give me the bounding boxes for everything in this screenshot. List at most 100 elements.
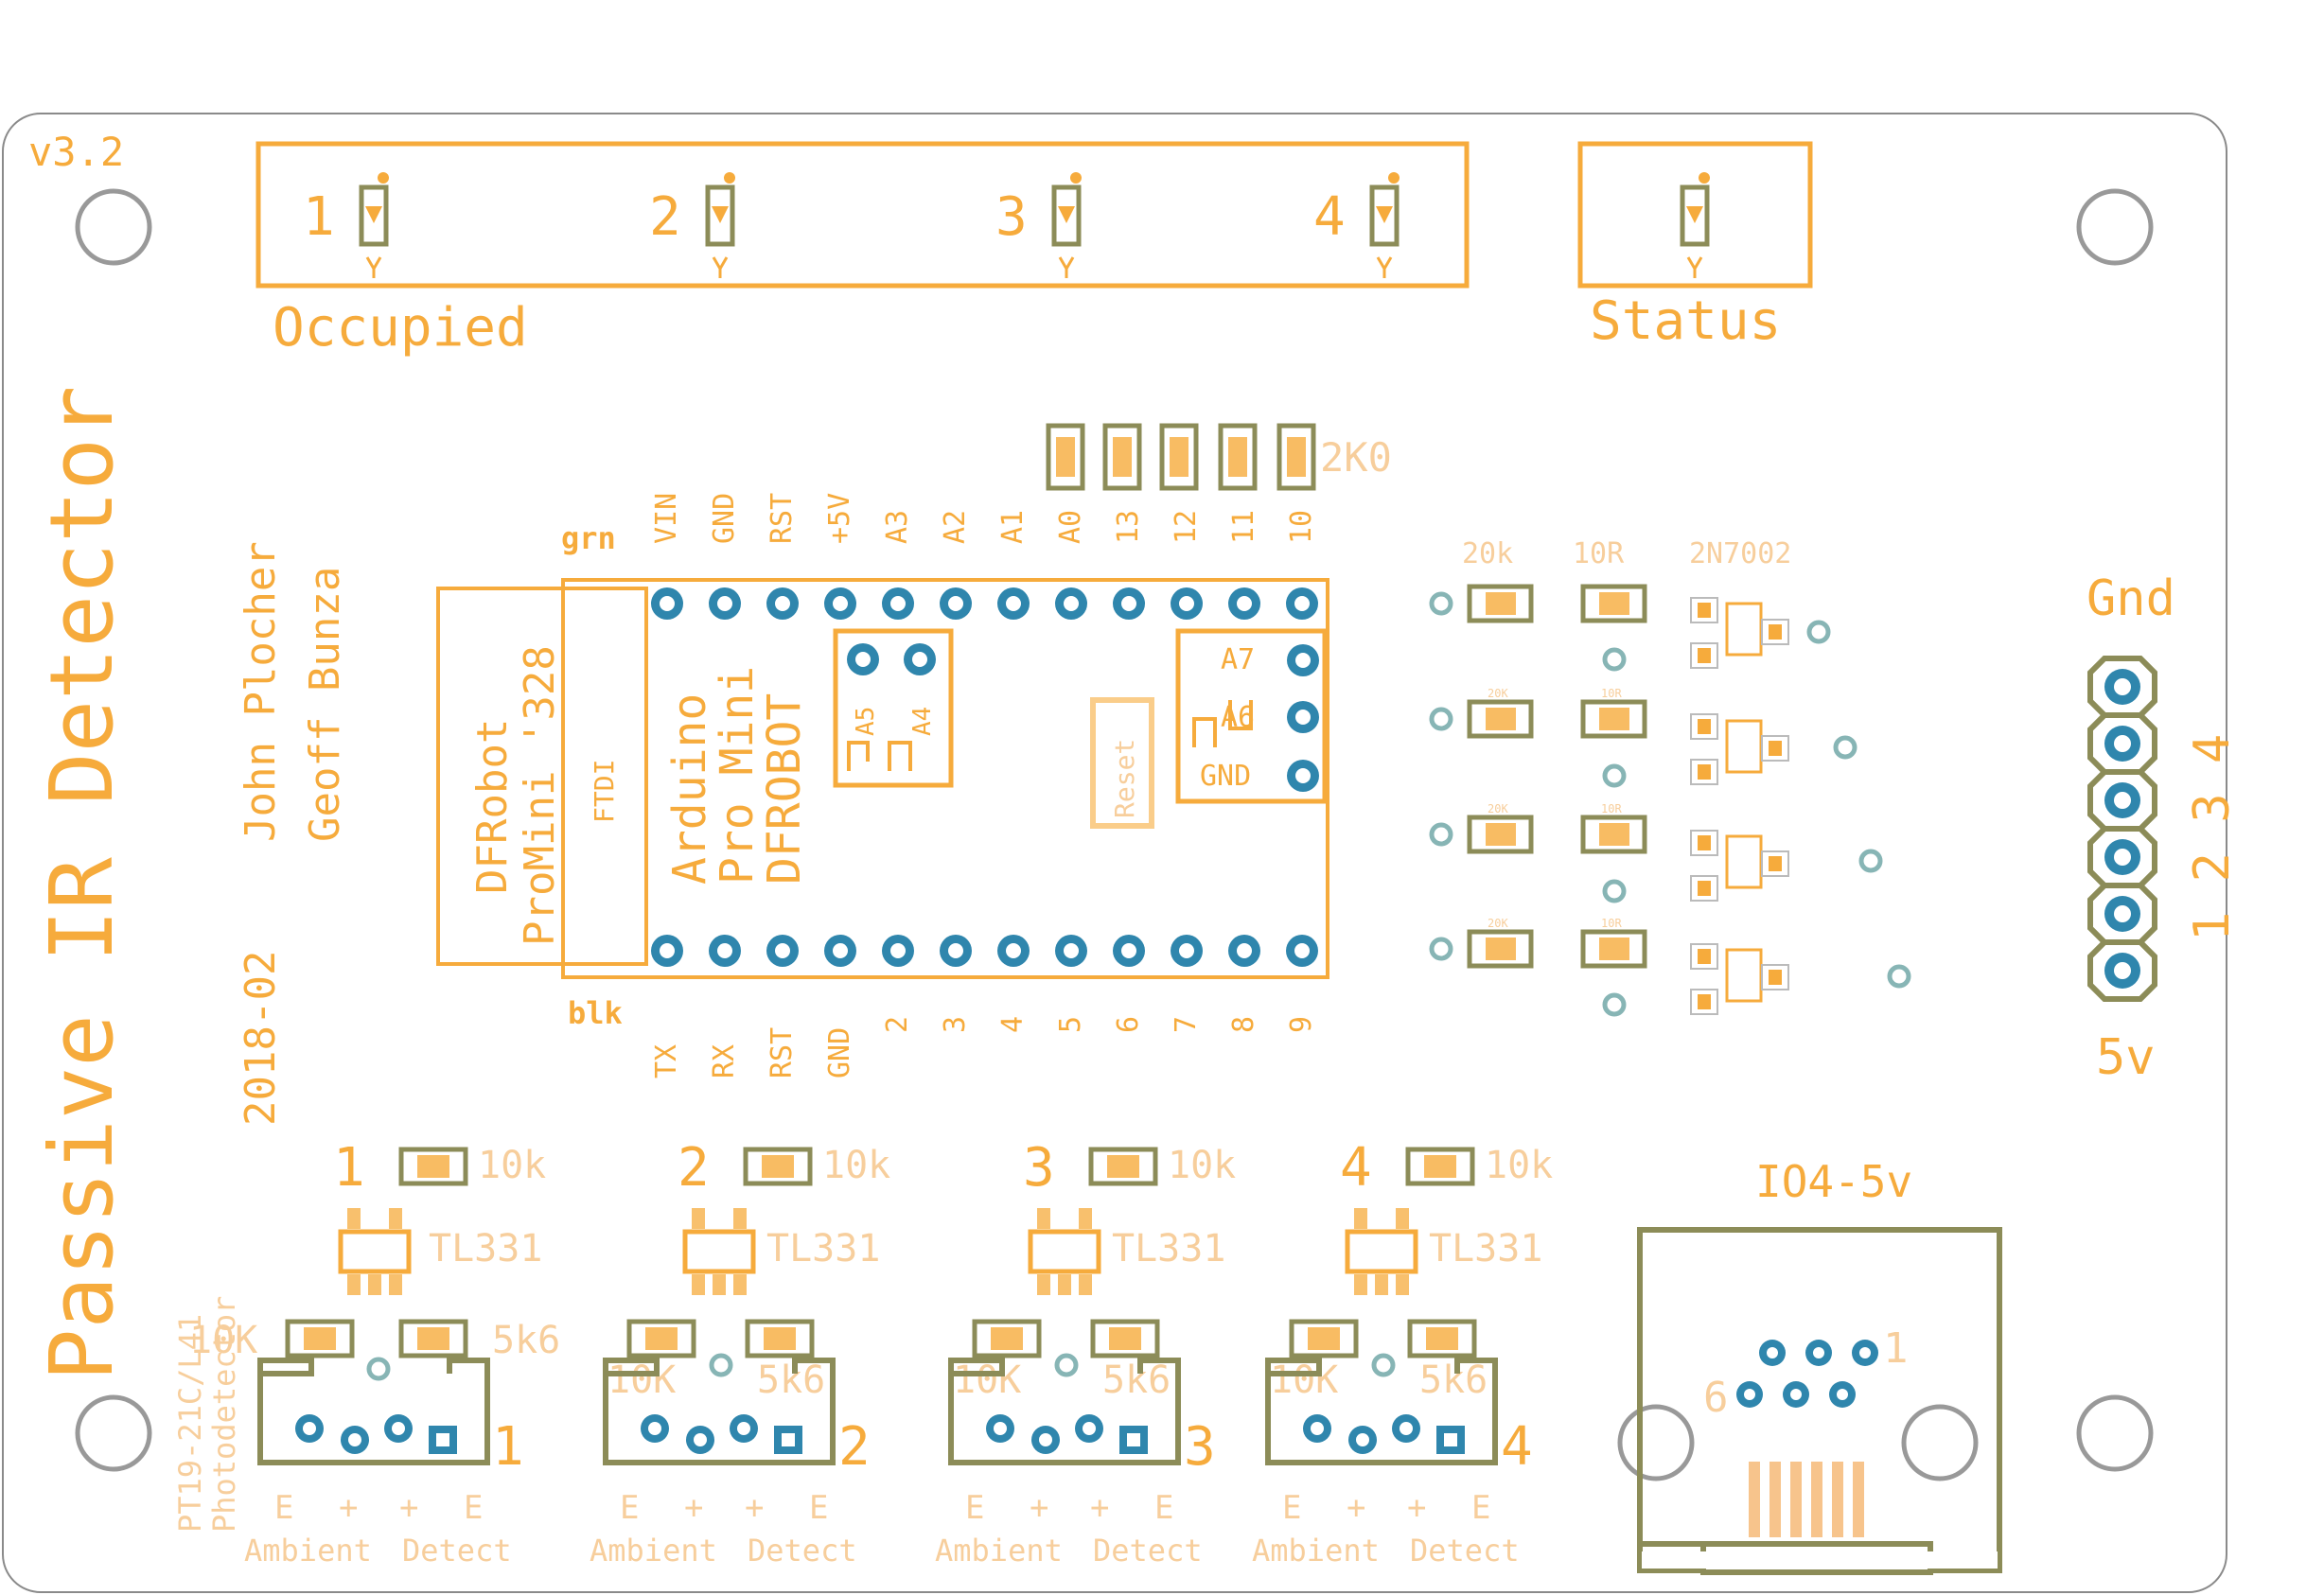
channel-3-connector-number: 3 — [1184, 1416, 1216, 1478]
svg-text:Detect: Detect — [748, 1533, 857, 1569]
arduino-bottom-header — [651, 935, 1318, 967]
channel-3-rtop: 10k — [1168, 1144, 1236, 1187]
svg-text:TX: TX — [650, 1044, 683, 1078]
channel-1: 1 10k TL331 10K 5k6 1 E + + E Ambient De… — [189, 1137, 560, 1569]
board-title: Passive IR Detector — [31, 386, 132, 1381]
wire-grn: grn — [561, 520, 616, 556]
svg-text:A3: A3 — [881, 510, 914, 544]
svg-text:10R: 10R — [1601, 917, 1622, 930]
occupied-leds: 1 2 3 4 — [303, 172, 1400, 278]
channel-2-number: 2 — [678, 1137, 710, 1199]
channel-3-rright: 5k6 — [1102, 1358, 1171, 1402]
svg-text:Detect: Detect — [1410, 1533, 1520, 1569]
reset-label: Reset — [1109, 739, 1140, 818]
svg-text:E: E — [965, 1489, 984, 1527]
version-label: v3.2 — [28, 129, 124, 175]
svg-text:Detect: Detect — [1093, 1533, 1203, 1569]
a5-a4-box — [833, 628, 954, 788]
bottom-pin-labels: TX RX RST GND 2 3 4 5 6 7 8 9 — [650, 1016, 1318, 1078]
channel-1-rtop: 10k — [478, 1144, 546, 1187]
gnd-label: GND — [1200, 760, 1251, 793]
top-pin-labels: VIN GND RST +5V A3 A2 A1 A0 13 12 11 10 — [650, 493, 1318, 544]
channel-1-connector-number: 1 — [492, 1416, 524, 1478]
channel-2-rleft: 10K — [607, 1358, 676, 1402]
svg-text:Ambient: Ambient — [590, 1533, 717, 1569]
led-number-4: 4 — [1313, 186, 1346, 248]
arduino-label-2: Pro Mini — [711, 666, 764, 885]
channel-3-ic: TL331 — [1112, 1227, 1225, 1271]
status-led-box — [1577, 141, 1813, 289]
svg-text:+: + — [1090, 1489, 1109, 1527]
svg-text:E: E — [1471, 1489, 1490, 1527]
svg-text:7: 7 — [1170, 1016, 1203, 1033]
channel-3-number: 3 — [1023, 1137, 1055, 1199]
driver-fet-label: 2N7002 — [1689, 537, 1791, 570]
connector-gnd-label: Gnd — [2086, 570, 2175, 627]
a5-a4-pads — [847, 643, 936, 675]
channel-2-rright: 5k6 — [757, 1358, 825, 1402]
led-number-3: 3 — [995, 186, 1028, 248]
svg-text:E: E — [809, 1489, 828, 1527]
driver-row-4: 20K 10R — [1429, 917, 1911, 1017]
module-silk-1: DFRobot — [468, 719, 517, 894]
arduino-top-header — [651, 587, 1318, 620]
channel-2-rtop: 10k — [822, 1144, 890, 1187]
channel-4-connector-number: 4 — [1501, 1416, 1533, 1478]
svg-text:A0: A0 — [1054, 510, 1087, 544]
photodetector-label-2: Photodetector — [206, 1296, 242, 1533]
svg-text:Ambient: Ambient — [244, 1533, 372, 1569]
channel-1-rright: 5k6 — [492, 1319, 560, 1362]
reset-button — [1090, 697, 1154, 829]
svg-text:20K: 20K — [1488, 917, 1508, 930]
arduino-label-1: Arduino — [663, 693, 716, 885]
driver-r1-label: 20k — [1462, 537, 1513, 570]
channel-4-ic: TL331 — [1429, 1227, 1542, 1271]
svg-text:RST: RST — [766, 493, 799, 544]
connector-channel-labels: 1 2 3 4 — [2184, 734, 2241, 941]
photodetector-label-1: PT19-21C/L41 — [172, 1314, 208, 1533]
svg-text:10R: 10R — [1601, 802, 1622, 815]
svg-text:+: + — [339, 1489, 358, 1527]
svg-text:10R: 10R — [1601, 687, 1622, 700]
svg-text:4: 4 — [996, 1016, 1030, 1033]
a4-label: A4 — [908, 707, 937, 736]
io-connector-label: IO4-5v — [1755, 1156, 1912, 1207]
svg-text:5: 5 — [1054, 1016, 1087, 1033]
a7-a6-gnd-box — [1175, 628, 1328, 804]
driver-row-3: 20K 10R — [1429, 802, 1883, 903]
channel-1-rleft: 10K — [189, 1319, 257, 1362]
date-label: 2018-02 — [237, 951, 285, 1126]
channel-3-rleft: 10K — [953, 1358, 1021, 1402]
connector-5v-label: 5v — [2096, 1029, 2156, 1086]
channel-4-rtop: 10k — [1485, 1144, 1553, 1187]
channel-2-connector-number: 2 — [838, 1416, 871, 1478]
svg-text:E: E — [620, 1489, 639, 1527]
led-number-2: 2 — [649, 186, 681, 248]
svg-text:20K: 20K — [1488, 802, 1508, 815]
module-silk-2: ProMini '328 — [516, 645, 564, 946]
mounting-holes — [75, 188, 2154, 1481]
svg-text:2: 2 — [881, 1016, 914, 1033]
svg-text:RX: RX — [708, 1044, 741, 1078]
svg-text:+: + — [745, 1489, 764, 1527]
svg-text:9: 9 — [1285, 1016, 1318, 1033]
svg-text:+5V: +5V — [823, 493, 856, 544]
io-pin-6-label: 6 — [1703, 1374, 1729, 1422]
svg-text:8: 8 — [1227, 1016, 1260, 1033]
resistor-bank-label: 2K0 — [1320, 434, 1392, 481]
svg-text:12: 12 — [1170, 510, 1203, 544]
a7-label: A7 — [1221, 643, 1255, 676]
svg-text:+: + — [1407, 1489, 1426, 1527]
led-number-1: 1 — [303, 186, 335, 248]
svg-text:E: E — [274, 1489, 293, 1527]
svg-text:GND: GND — [823, 1027, 856, 1078]
svg-text:20K: 20K — [1488, 687, 1508, 700]
six-pin-header — [2087, 656, 2157, 1002]
channel-2-ic: TL331 — [766, 1227, 880, 1271]
svg-text:E: E — [464, 1489, 483, 1527]
occupied-led-box — [255, 141, 1470, 289]
channel-1-number: 1 — [333, 1137, 365, 1199]
status-led — [1680, 172, 1710, 278]
ftdi-label: FTDI — [589, 760, 620, 823]
channel-4-number: 4 — [1340, 1137, 1372, 1199]
